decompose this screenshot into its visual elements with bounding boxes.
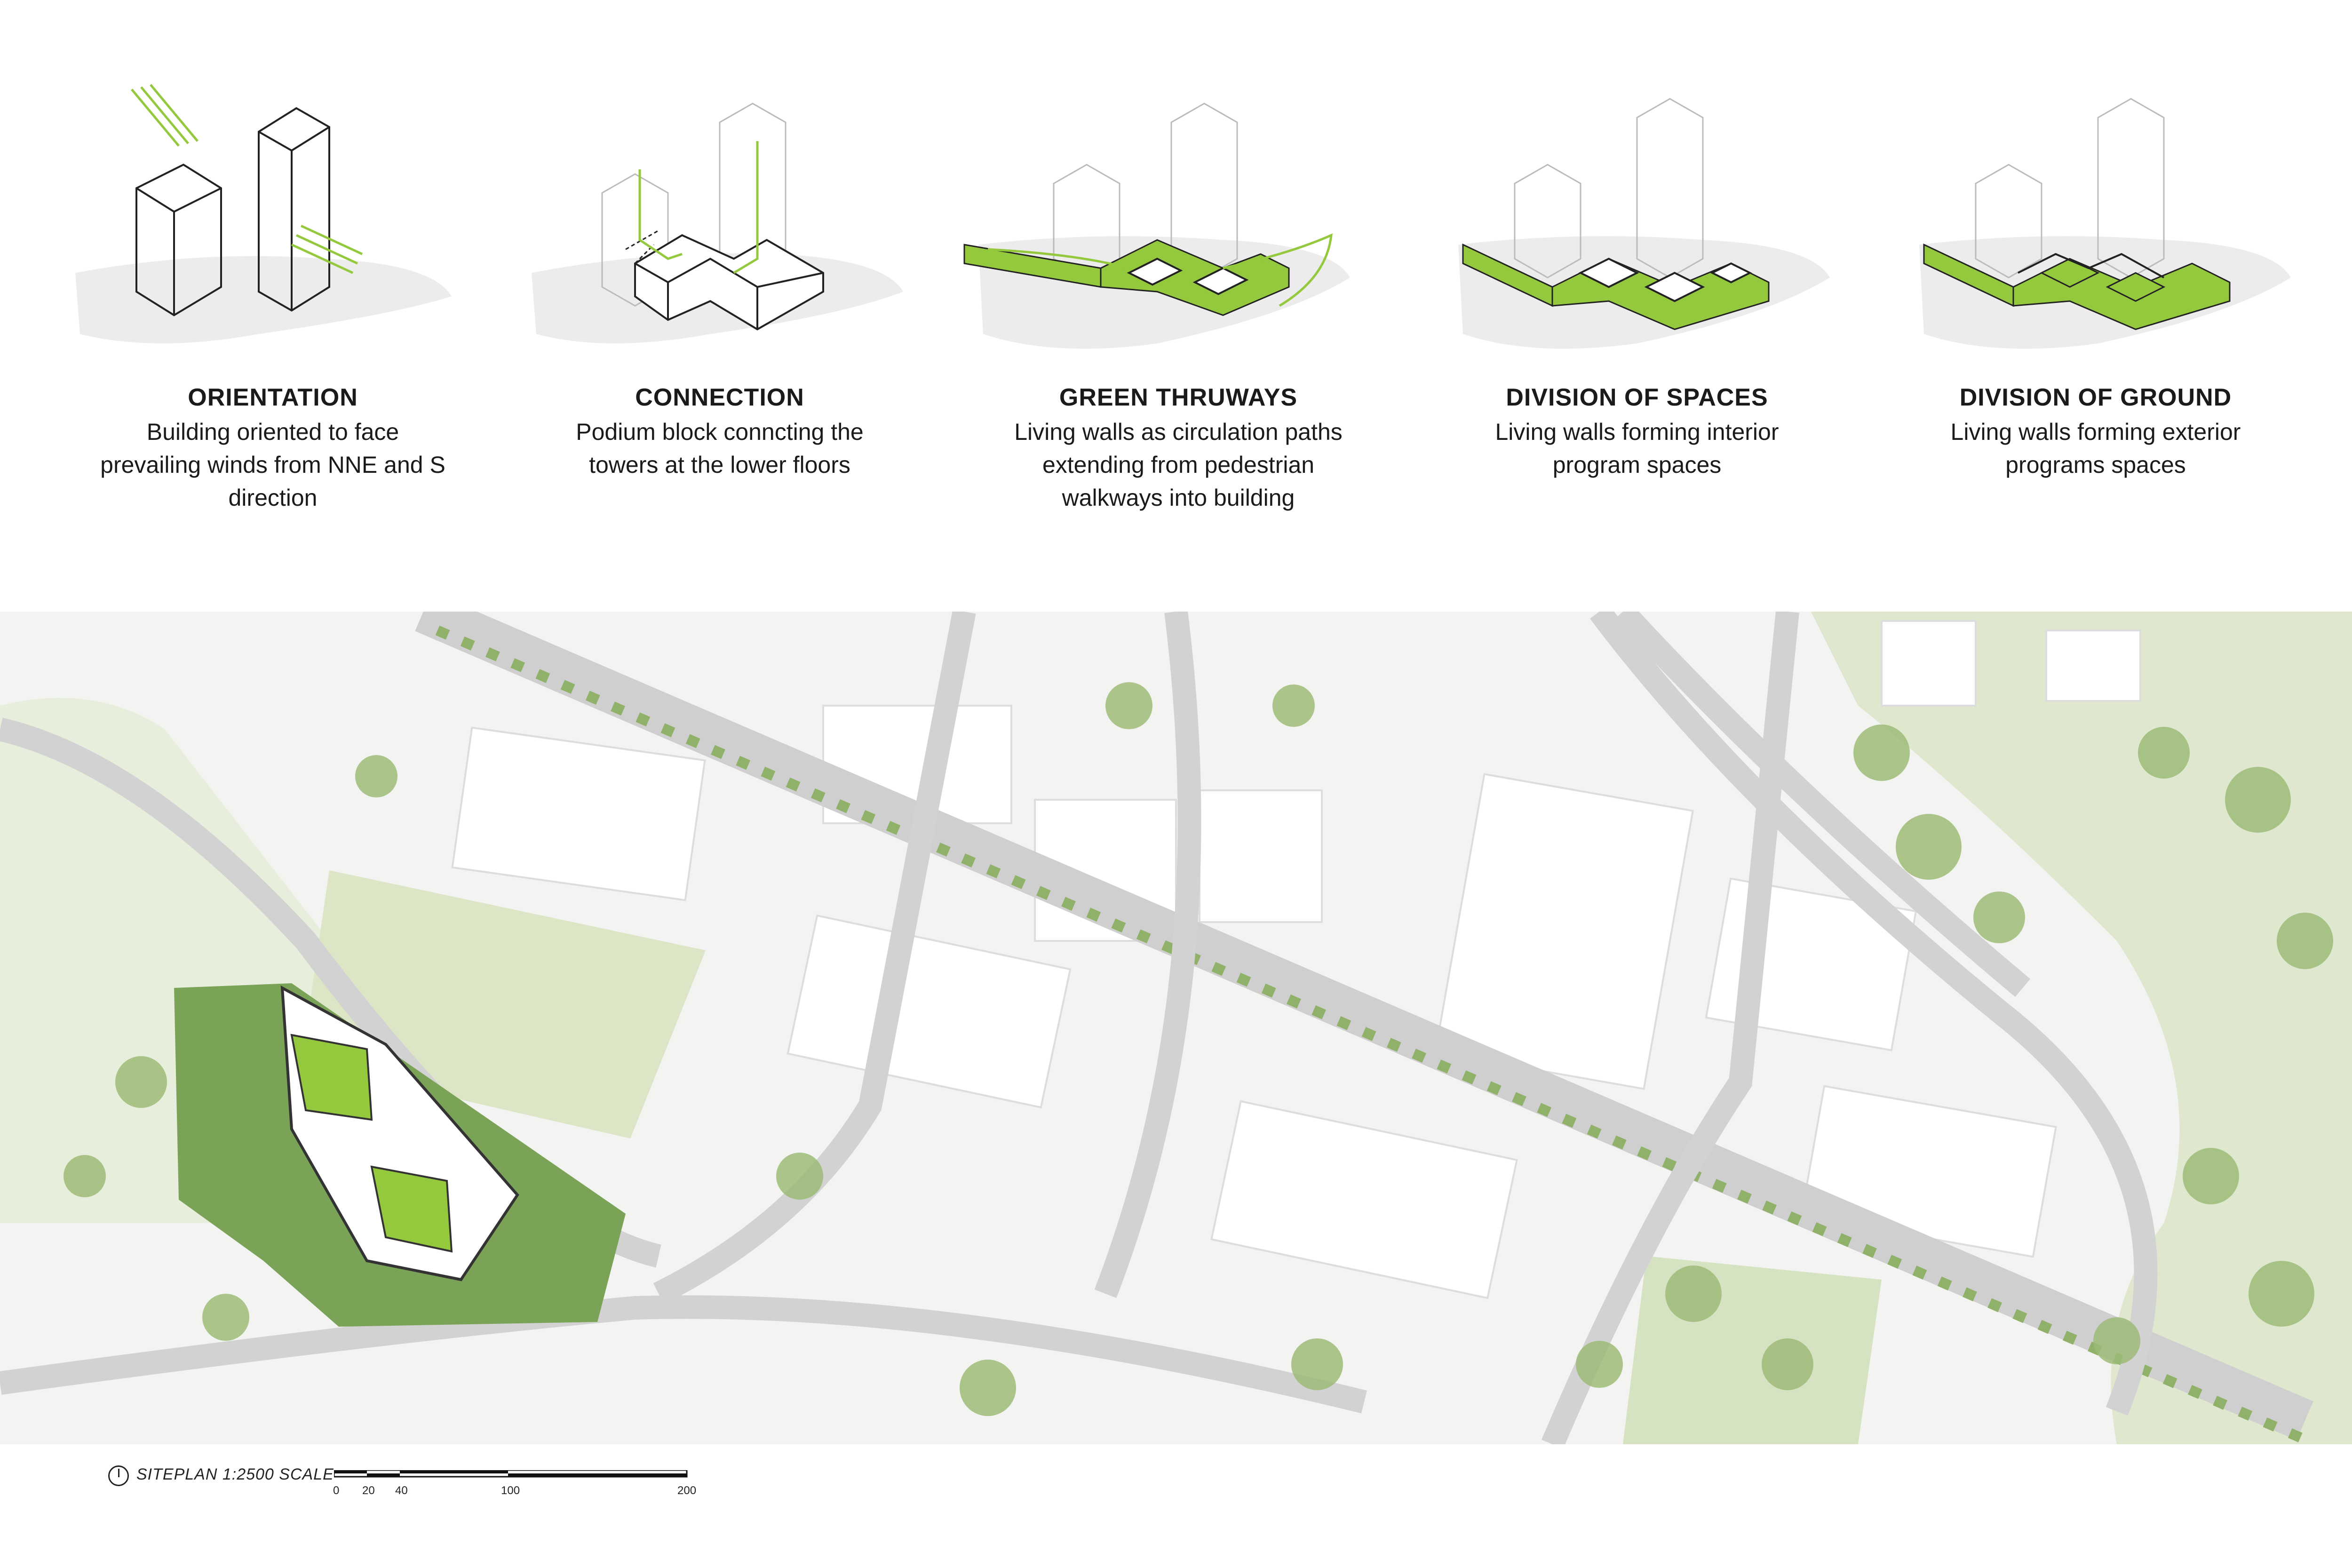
green-thruways-line-1: Living walls as circulation paths [1014, 419, 1343, 445]
orientation-line-3: direction [228, 485, 318, 511]
division-of-spaces-caption: DIVISION OF SPACES Living walls forming … [1406, 383, 1867, 481]
green-thruways-title: GREEN THRUWAYS [1059, 384, 1298, 411]
scale-tick-100: 100 [501, 1484, 520, 1497]
division-of-ground-diagram [1919, 98, 2291, 349]
connection-description: Podium block conncting the towers at the… [489, 415, 950, 481]
orientation-diagram [75, 84, 452, 343]
scale-tick-200: 200 [677, 1484, 697, 1497]
north-arrow-icon [108, 1465, 129, 1486]
connection-diagram [532, 103, 903, 343]
scale-bar: SITEPLAN 1:2500 SCALE 0 20 40 100 200 [108, 1465, 720, 1517]
orientation-description: Building oriented to face prevailing win… [42, 415, 503, 514]
division-of-spaces-line-2: program spaces [1552, 452, 1722, 478]
division-of-spaces-line-1: Living walls forming interior [1495, 419, 1779, 445]
site-plan-map [0, 612, 2352, 1444]
orientation-line-2: prevailing winds from NNE and S [100, 452, 445, 478]
division-of-ground-line-1: Living walls forming exterior [1950, 419, 2241, 445]
division-of-ground-description: Living walls forming exterior programs s… [1865, 415, 2326, 481]
division-of-ground-title: DIVISION OF GROUND [1959, 384, 2232, 411]
orientation-line-1: Building oriented to face [146, 419, 399, 445]
green-thruways-caption: GREEN THRUWAYS Living walls as circulati… [948, 383, 1409, 514]
division-of-ground-caption: DIVISION OF GROUND Living walls forming … [1865, 383, 2326, 481]
connection-line-2: towers at the lower floors [589, 452, 850, 478]
connection-caption: CONNECTION Podium block conncting the to… [489, 383, 950, 481]
connection-line-1: Podium block conncting the [576, 419, 864, 445]
green-thruways-diagram [963, 103, 1350, 349]
orientation-caption: ORIENTATION Building oriented to face pr… [42, 383, 503, 514]
connection-title: CONNECTION [635, 384, 804, 411]
green-thruways-line-3: walkways into building [1062, 485, 1295, 511]
division-of-spaces-diagram [1458, 98, 1830, 349]
scale-tick-20: 20 [362, 1484, 375, 1497]
scale-tick-40: 40 [395, 1484, 408, 1497]
scale-tick-0: 0 [333, 1484, 340, 1497]
scale-title: SITEPLAN 1:2500 SCALE [136, 1465, 334, 1483]
scale-ruler [334, 1470, 688, 1478]
green-thruways-line-2: extending from pedestrian [1042, 452, 1315, 478]
project-site [174, 983, 626, 1327]
green-thruways-description: Living walls as circulation paths extend… [948, 415, 1409, 514]
division-of-spaces-description: Living walls forming interior program sp… [1406, 415, 1867, 481]
orientation-title: ORIENTATION [188, 384, 358, 411]
division-of-spaces-title: DIVISION OF SPACES [1506, 384, 1768, 411]
division-of-ground-line-2: programs spaces [2005, 452, 2186, 478]
